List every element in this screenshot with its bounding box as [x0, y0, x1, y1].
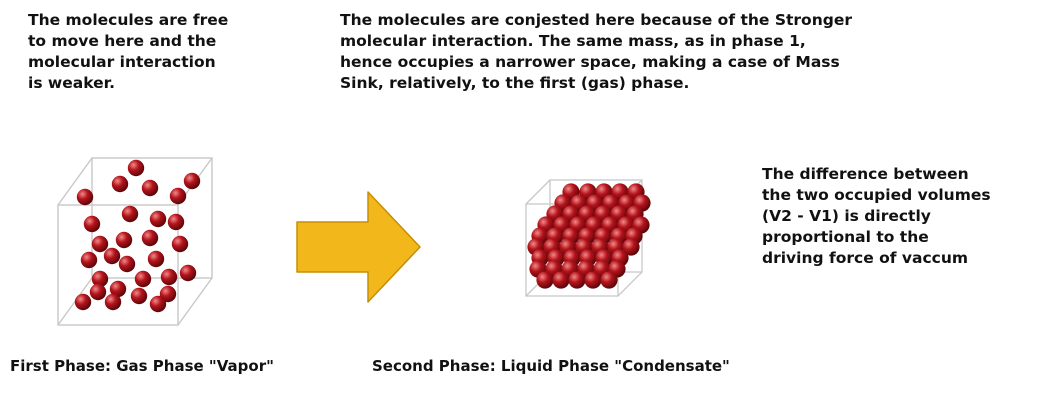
molecule	[141, 179, 159, 197]
molecule	[109, 280, 127, 298]
molecule	[147, 250, 165, 268]
molecule	[103, 247, 121, 265]
molecule	[76, 188, 94, 206]
molecule	[118, 255, 136, 273]
molecule	[104, 293, 122, 311]
molecule	[127, 159, 145, 177]
molecule	[584, 271, 602, 289]
gas-molecules	[74, 159, 201, 313]
molecule	[171, 235, 189, 253]
molecule	[179, 264, 197, 282]
gas-phase-annotation: The molecules are free to move here and …	[28, 11, 229, 92]
volume-difference-annotation: The difference between the two occupied …	[762, 165, 991, 267]
molecule	[160, 268, 178, 286]
liquid-phase-annotation: The molecules are conjested here because…	[340, 11, 852, 92]
molecule	[74, 293, 92, 311]
molecule	[141, 229, 159, 247]
molecule	[183, 172, 201, 190]
molecule	[568, 271, 586, 289]
molecule	[169, 187, 187, 205]
molecule	[121, 205, 139, 223]
molecule	[89, 283, 107, 301]
molecule	[149, 295, 167, 313]
molecule	[80, 251, 98, 269]
molecule	[111, 175, 129, 193]
molecule	[622, 238, 640, 256]
molecule	[130, 287, 148, 305]
molecule	[159, 285, 177, 303]
molecule	[149, 210, 167, 228]
first-phase-caption: First Phase: Gas Phase "Vapor"	[10, 357, 274, 375]
liquid-molecules	[527, 183, 651, 289]
molecule	[552, 271, 570, 289]
molecule	[536, 271, 554, 289]
molecule	[115, 231, 133, 249]
second-phase-caption: Second Phase: Liquid Phase "Condensate"	[372, 357, 730, 375]
transition-arrow	[296, 191, 421, 303]
molecule	[167, 213, 185, 231]
molecule	[91, 235, 109, 253]
molecule	[91, 270, 109, 288]
molecule	[83, 215, 101, 233]
molecule	[600, 271, 618, 289]
molecule	[134, 270, 152, 288]
